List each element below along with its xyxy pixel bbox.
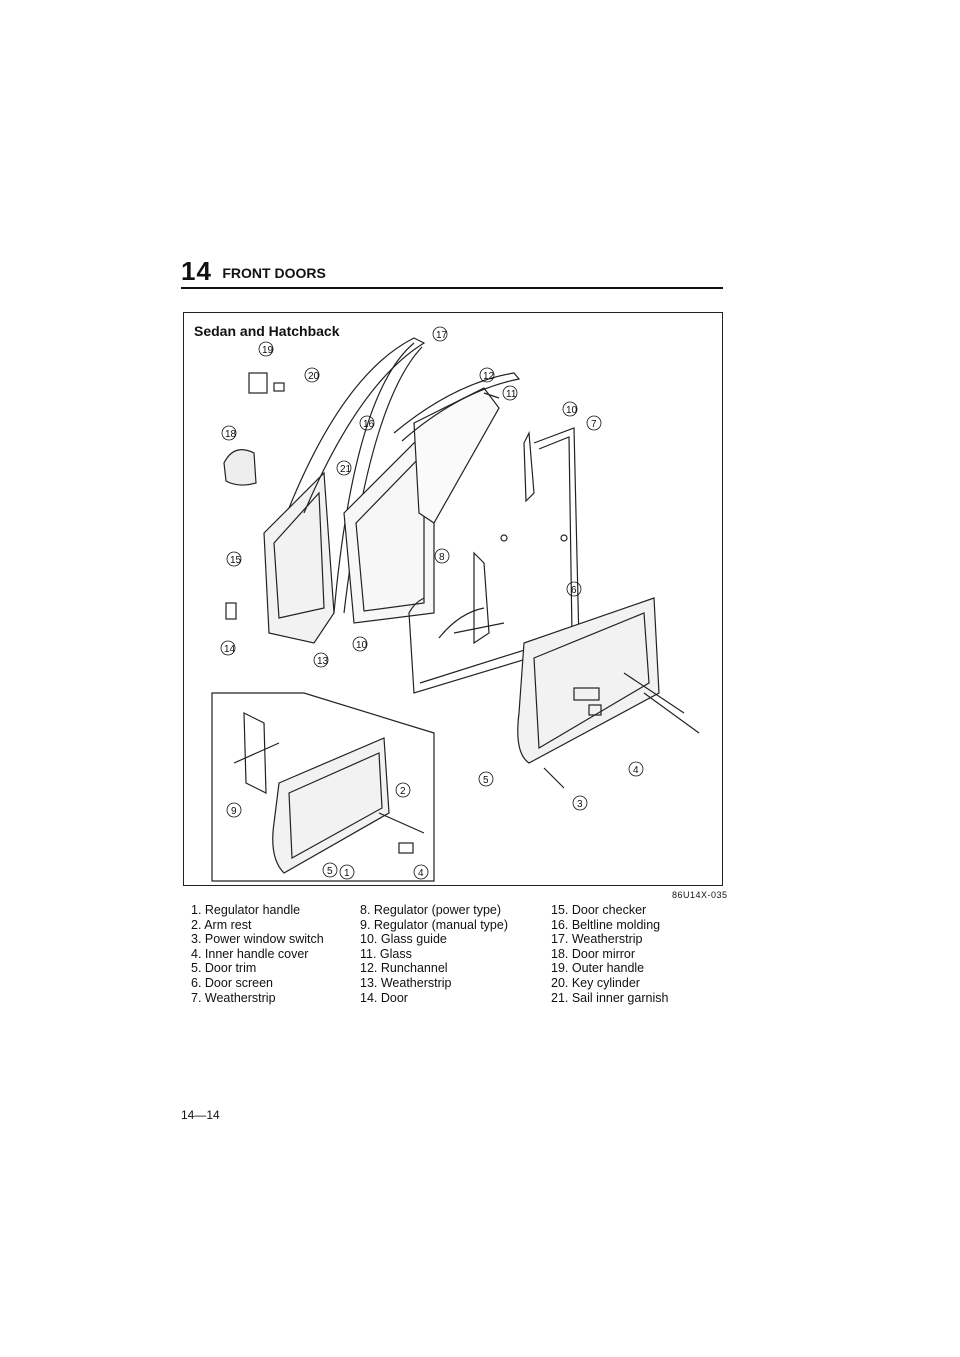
legend-item: 14. Door <box>360 990 408 1005</box>
section-title: FRONT DOORS <box>222 265 326 281</box>
svg-text:4: 4 <box>633 765 639 776</box>
section-number: 14 <box>181 256 212 286</box>
svg-text:1: 1 <box>344 868 350 879</box>
svg-text:20: 20 <box>308 371 320 382</box>
svg-text:21: 21 <box>340 464 352 475</box>
door-exploded-view: 17 19 20 18 16 21 12 11 10 7 15 8 6 14 1… <box>211 326 700 882</box>
page-number: 14—14 <box>181 1108 220 1122</box>
legend-item: 13. Weatherstrip <box>360 975 452 990</box>
legend-item: 7. Weatherstrip <box>191 990 276 1005</box>
svg-text:13: 13 <box>317 656 329 667</box>
svg-text:14: 14 <box>224 644 236 655</box>
svg-text:4: 4 <box>418 868 424 879</box>
svg-text:10: 10 <box>356 640 368 651</box>
legend-item: 2. Arm rest <box>191 917 252 932</box>
legend-item: 5. Door trim <box>191 961 257 976</box>
section-header: 14 FRONT DOORS <box>181 256 723 287</box>
legend-item: 9. Regulator (manual type) <box>360 917 508 932</box>
svg-text:6: 6 <box>571 585 577 596</box>
svg-text:3: 3 <box>577 799 583 810</box>
svg-text:11: 11 <box>506 389 517 400</box>
legend-item: 19. Outer handle <box>551 961 645 976</box>
header-rule <box>181 287 723 289</box>
legend-item: 18. Door mirror <box>551 946 636 961</box>
svg-text:18: 18 <box>225 429 237 440</box>
legend-item: 10. Glass guide <box>360 932 447 947</box>
svg-text:5: 5 <box>327 866 333 877</box>
legend-item: 15. Door checker <box>551 903 647 917</box>
legend-item: 21. Sail inner garnish <box>551 990 669 1005</box>
svg-text:5: 5 <box>483 775 489 786</box>
legend-item: 12. Runchannel <box>360 961 448 976</box>
figure-code: 86U14X-035 <box>672 890 728 900</box>
svg-text:9: 9 <box>231 806 237 817</box>
svg-text:17: 17 <box>436 330 448 341</box>
svg-text:7: 7 <box>591 419 597 430</box>
svg-text:8: 8 <box>439 552 445 563</box>
legend-item: 20. Key cylinder <box>551 975 640 990</box>
legend-item: 6. Door screen <box>191 975 273 990</box>
svg-text:16: 16 <box>363 419 375 430</box>
legend-item: 4. Inner handle cover <box>191 946 309 961</box>
svg-text:12: 12 <box>483 371 495 382</box>
exploded-diagram-figure: 17 19 20 18 16 21 12 11 10 7 15 8 6 14 1… <box>183 312 723 886</box>
svg-text:15: 15 <box>230 555 242 566</box>
legend-column-3: 15. Door checker 16. Beltline molding 17… <box>551 903 668 1005</box>
legend-item: 11. Glass <box>360 946 412 961</box>
legend-item: 3. Power window switch <box>191 932 324 947</box>
legend-item: 17. Weatherstrip <box>551 932 643 947</box>
svg-text:2: 2 <box>400 786 406 797</box>
legend-item: 8. Regulator (power type) <box>360 903 502 917</box>
legend-column-1: 1. Regulator handle 2. Arm rest 3. Power… <box>191 903 324 1005</box>
legend-item: 16. Beltline molding <box>551 917 661 932</box>
legend-item: 1. Regulator handle <box>191 903 301 917</box>
svg-text:19: 19 <box>262 345 274 356</box>
svg-text:10: 10 <box>566 405 578 416</box>
legend-column-2: 8. Regulator (power type) 9. Regulator (… <box>360 903 508 1005</box>
figure-title: Sedan and Hatchback <box>194 323 340 339</box>
